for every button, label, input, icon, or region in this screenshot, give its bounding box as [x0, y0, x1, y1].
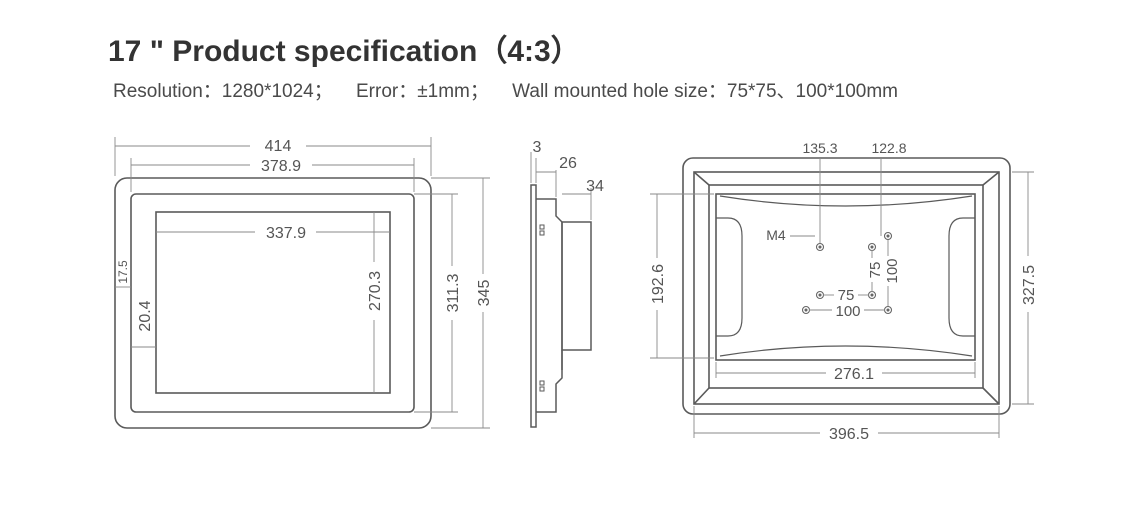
dim-inner-width: 276.1: [834, 366, 874, 383]
side-front-panel: [530, 184, 537, 428]
vesa-hole: [815, 242, 825, 252]
dim-outer-height-back: 327.5: [1021, 265, 1038, 305]
back-view: [682, 157, 1011, 415]
side-dimension-labels: 3 26 34: [533, 139, 604, 195]
dim-side-margin-outer: 17.5: [116, 260, 130, 284]
vesa-hole: [867, 290, 877, 300]
back-cutout-top: [719, 195, 973, 207]
dim-inner-height: 192.6: [650, 264, 667, 304]
vesa-hole: [883, 305, 893, 315]
dim-hole-offset-a: 135.3: [802, 140, 837, 156]
dim-vesa-large-h: 100: [835, 303, 860, 320]
side-view: [530, 184, 592, 428]
back-cutout-bottom: [719, 345, 973, 357]
side-vesa-mount: [561, 221, 592, 351]
label-screw-type: M4: [766, 227, 786, 243]
dim-hole-offset-b: 122.8: [871, 140, 906, 156]
dim-outer-width-back: 396.5: [829, 426, 869, 443]
vesa-hole: [883, 231, 893, 241]
dim-outer-width: 414: [265, 138, 292, 155]
back-dimension-lines: [650, 158, 1034, 438]
vesa-hole: [815, 290, 825, 300]
dim-vesa-large-v: 100: [884, 258, 901, 283]
front-view: [114, 177, 432, 429]
back-handle-right: [948, 217, 975, 337]
back-outer-frame: [682, 157, 1011, 415]
front-bezel: [130, 193, 415, 413]
back-panel: [715, 193, 976, 361]
side-dimension-lines: [530, 152, 592, 220]
front-dimension-labels: 414 378.9 337.9 270.3 311.3 345 17.5 20.…: [116, 138, 493, 332]
back-housing: [708, 184, 984, 389]
resolution-spec: Resolution：1280*1024；: [113, 81, 333, 102]
front-screen: [155, 211, 391, 394]
dim-bezel-width: 378.9: [261, 158, 301, 175]
side-port-top: [539, 224, 545, 230]
dim-bezel-height: 311.3: [445, 273, 462, 312]
dim-vesa-small-h: 75: [838, 287, 855, 304]
vesa-hole: [801, 305, 811, 315]
front-dimension-lines: [114, 137, 490, 429]
dim-outer-height: 345: [476, 280, 493, 307]
dim-screen-width: 337.9: [266, 225, 306, 242]
dim-panel-thickness: 3: [533, 139, 542, 156]
vesa-holes: [801, 231, 893, 315]
back-inner-frame: [693, 171, 1000, 405]
back-dimension-labels: 135.3 122.8 M4 75 100 75 100 192.6 276.1…: [650, 140, 1038, 443]
vesa-hole: [867, 242, 877, 252]
wall-hole-spec: Wall mounted hole size：75*75、100*100mm: [512, 81, 898, 102]
dim-screen-height: 270.3: [367, 271, 384, 311]
side-port-bottom: [539, 380, 545, 386]
dim-vesa-small-v: 75: [867, 262, 884, 279]
page-title: 17 " Product specification（4:3）: [108, 35, 581, 68]
dim-side-margin-inner: 20.4: [137, 300, 154, 331]
back-handle-left: [716, 217, 743, 337]
error-spec: Error：±1mm；: [356, 81, 489, 102]
dim-total-depth: 34: [586, 178, 604, 195]
dim-depth: 26: [559, 155, 577, 172]
spec-line: Resolution：1280*1024； Error：±1mm； Wall m…: [113, 76, 916, 103]
front-outer-frame: [114, 177, 432, 429]
